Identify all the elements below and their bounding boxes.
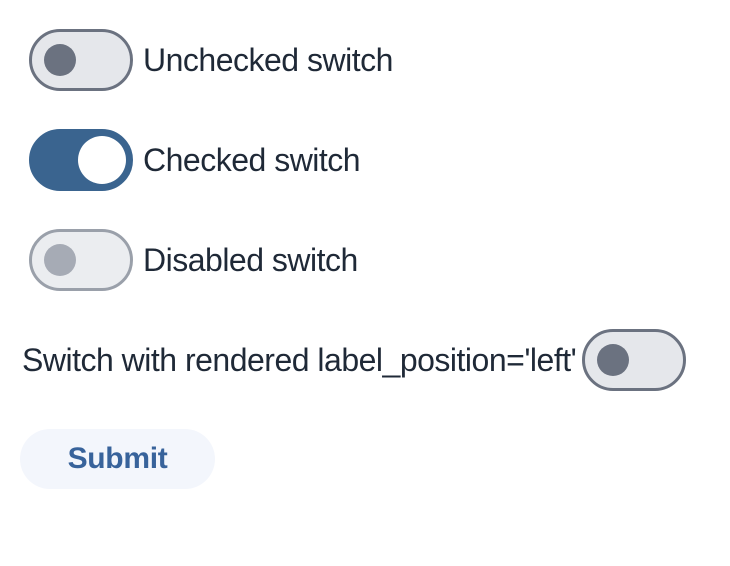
submit-button-label: Submit — [67, 442, 168, 475]
switch-thumb — [44, 44, 76, 76]
submit-button[interactable]: Submit — [20, 429, 215, 489]
left-label-switch-toggle[interactable] — [582, 329, 687, 391]
switch-row: Switch with rendered label_position='lef… — [22, 329, 730, 391]
switch-label: Switch with rendered label_position='lef… — [22, 341, 577, 378]
switch-thumb — [78, 136, 126, 184]
submit-row: Submit — [20, 429, 730, 489]
switch-thumb — [597, 344, 630, 376]
disabled-switch-toggle — [29, 229, 133, 291]
switch-label: Disabled switch — [143, 241, 358, 278]
switch-label: Unchecked switch — [143, 41, 393, 78]
switch-row: Checked switch — [29, 129, 730, 191]
switch-row: Unchecked switch — [29, 29, 730, 91]
switch-thumb — [44, 244, 76, 276]
unchecked-switch-toggle[interactable] — [29, 29, 133, 91]
checked-switch-toggle[interactable] — [29, 129, 133, 191]
switch-label: Checked switch — [143, 141, 361, 178]
switch-row: Disabled switch — [29, 229, 730, 291]
